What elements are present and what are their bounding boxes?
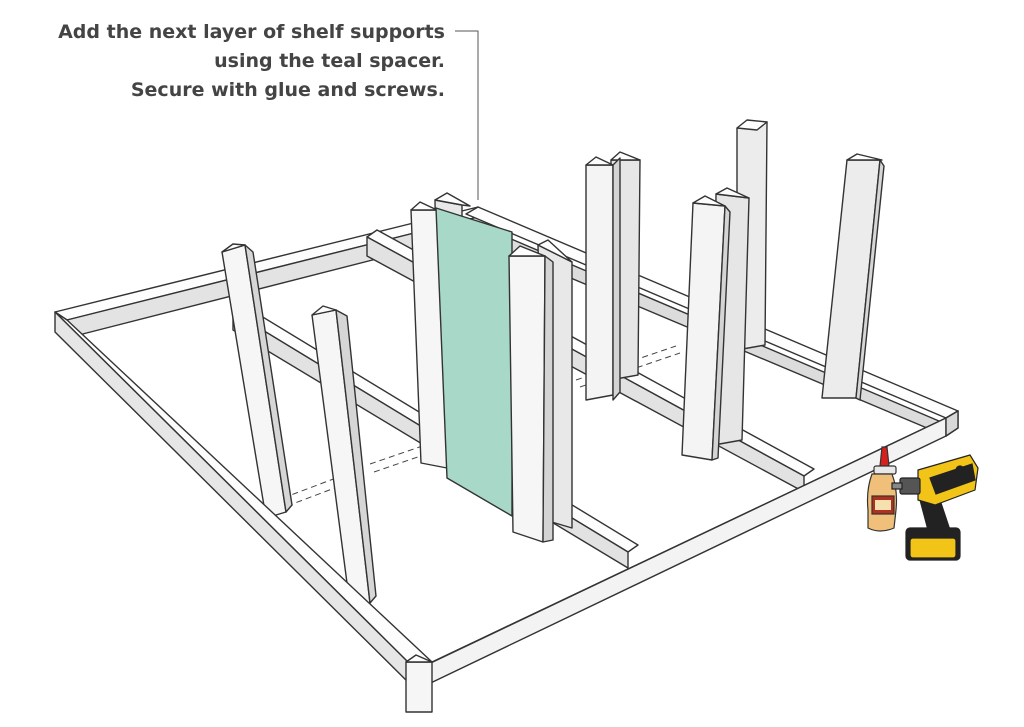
upright-front-center-left (410, 201, 448, 469)
upright-pair-right (681, 187, 750, 461)
instruction-text: Add the next layer of shelf supports usi… (0, 18, 445, 105)
upright-left-front (311, 305, 377, 607)
upright-pair-back-center (585, 151, 641, 401)
teal-spacer (435, 207, 513, 517)
leader-line (455, 30, 479, 200)
upright-front-center-right (508, 245, 554, 543)
frame-front-rail (405, 410, 959, 713)
instruction-line-1: Add the next layer of shelf supports (58, 21, 445, 43)
cordless-drill-icon (891, 454, 979, 561)
instruction-line-3: Secure with glue and screws. (130, 79, 445, 101)
upright-left-back (221, 243, 293, 519)
instruction-line-2: using the teal spacer. (214, 50, 445, 72)
